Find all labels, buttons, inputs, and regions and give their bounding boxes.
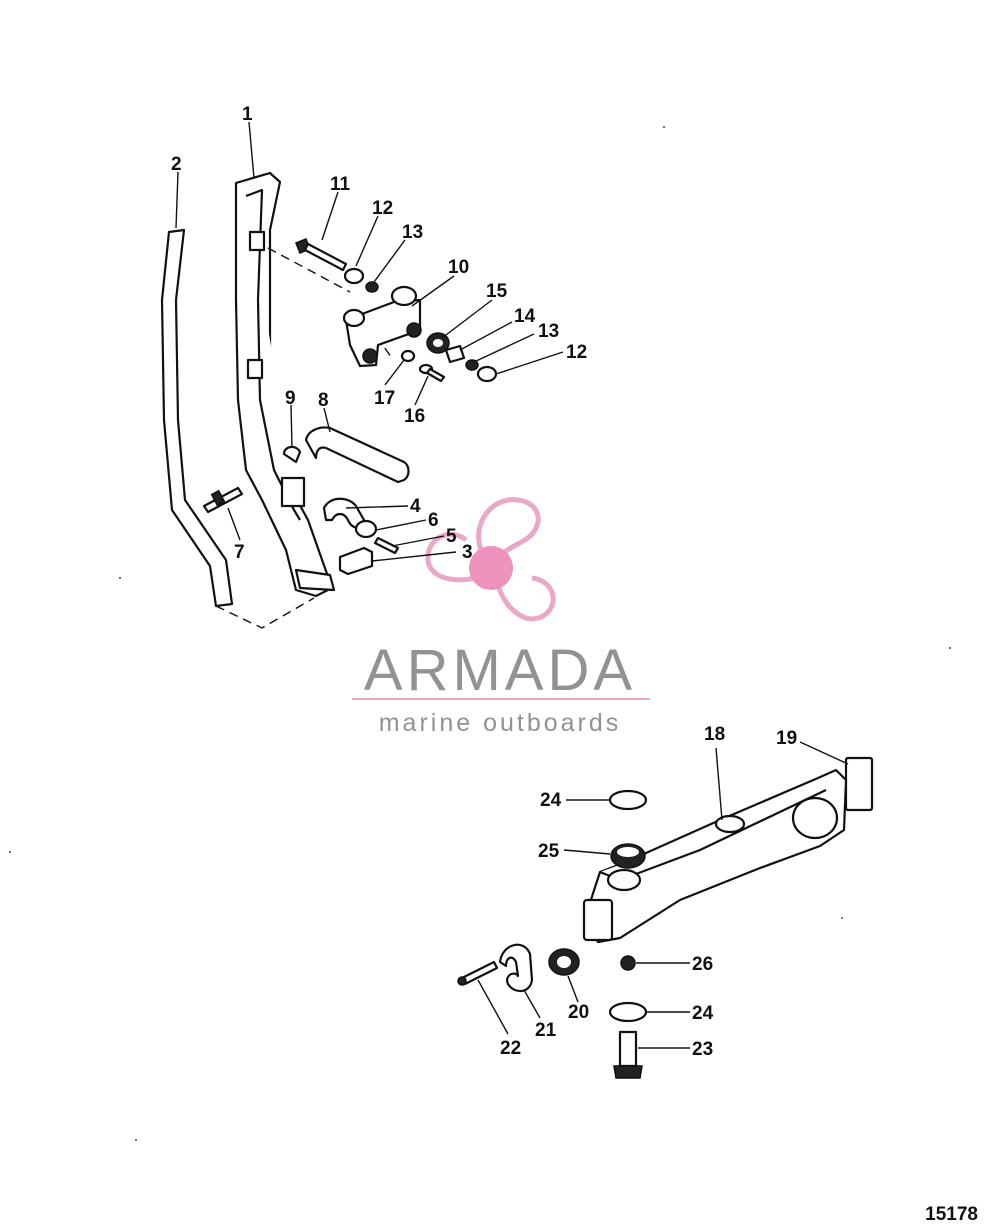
callout-25: 25 [538, 841, 560, 862]
callout-24-top: 24 [540, 790, 562, 811]
part-2-strip [160, 228, 234, 608]
part-23-bolt [613, 1030, 643, 1079]
part-22-screw [457, 960, 499, 986]
watermark-brand: ARMADA [364, 638, 636, 703]
watermark-logo: ARMADA marine outboards [352, 497, 650, 737]
callout-5: 5 [446, 526, 457, 547]
callout-1: 1 [242, 104, 253, 125]
callout-14: 14 [514, 306, 536, 327]
part-9-clip [282, 445, 302, 464]
callout-16: 16 [404, 406, 425, 427]
part-12-washer-right [476, 365, 498, 383]
callout-6: 6 [428, 510, 439, 531]
callout-9: 9 [285, 388, 296, 409]
part-16-screw [418, 363, 446, 383]
part-5-screw [373, 536, 400, 555]
callout-18: 18 [704, 724, 725, 745]
part-13-nut-right [465, 359, 479, 371]
alignment-line-bottom [215, 597, 315, 629]
callout-12-top: 12 [372, 198, 393, 219]
callout-17: 17 [374, 388, 395, 409]
scan-specks [9, 126, 951, 1141]
drawing-number: 15178 [925, 1204, 978, 1225]
leader-lines [175, 121, 849, 1049]
callout-21: 21 [535, 1020, 557, 1041]
alignment-line-top [267, 247, 351, 293]
callout-12-right: 12 [566, 342, 587, 363]
callout-24-bottom: 24 [692, 1003, 714, 1024]
part-7-screw [202, 486, 244, 514]
callout-13-right: 13 [538, 321, 559, 342]
callout-10: 10 [448, 257, 469, 278]
callout-22: 22 [500, 1038, 521, 1059]
part-12-washer-top [343, 267, 365, 285]
callout-19: 19 [776, 728, 797, 749]
part-13-nut-top [365, 281, 379, 293]
callout-3: 3 [462, 542, 473, 563]
callout-26: 26 [692, 954, 713, 975]
part-10-clamp [342, 285, 422, 368]
part-8-tube [304, 426, 410, 484]
callout-2: 2 [171, 154, 182, 175]
callout-11: 11 [330, 174, 351, 195]
part-17-washer [400, 349, 416, 363]
part-11-bolt [295, 238, 348, 272]
part-3-block [338, 546, 374, 576]
part-26-nut [620, 955, 636, 971]
callout-15: 15 [486, 281, 508, 302]
callout-7: 7 [234, 542, 245, 563]
part-21-clamp [498, 943, 534, 993]
callout-20: 20 [568, 1002, 589, 1023]
part-20-bushing [548, 948, 580, 976]
part-1-bracket [234, 171, 336, 598]
part-24-washer-top [608, 789, 648, 811]
callout-23: 23 [692, 1039, 713, 1060]
part-15-bushing [426, 332, 450, 354]
part-25-grommet [610, 843, 646, 869]
callout-labels: 1 2 11 12 13 10 15 14 13 12 17 16 8 9 7 … [171, 104, 797, 1060]
callout-4: 4 [410, 496, 421, 517]
part-6-washer [354, 519, 378, 539]
callout-8: 8 [318, 390, 329, 411]
watermark-tagline: marine outboards [379, 709, 622, 737]
propeller-hub-icon [469, 546, 513, 590]
part-24-washer-bottom [608, 1001, 648, 1023]
part-14-spacer [444, 344, 466, 364]
callout-13-top: 13 [402, 222, 423, 243]
part-19-pad [844, 756, 874, 812]
